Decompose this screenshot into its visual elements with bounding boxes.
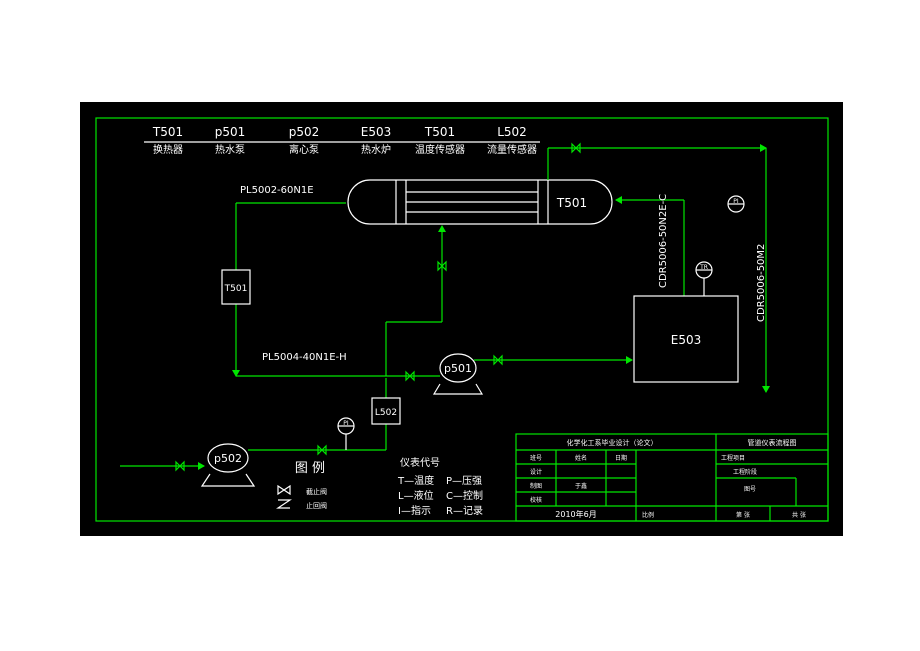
instrument-a-tag: PI (343, 420, 349, 427)
symbol-legend-item-1: 截止阀 (306, 487, 327, 496)
hot-water-furnace (633, 295, 739, 383)
code-1: T—温度 (397, 474, 434, 487)
pump-p501-base (432, 383, 484, 395)
code-3: L—液位 (398, 489, 434, 502)
pump-p502-base (200, 473, 256, 487)
legend-code-4: E503 (361, 125, 392, 139)
symbol-legend-title: 图 例 (295, 461, 325, 476)
instrument-b: TR (695, 261, 713, 296)
pump-p501: p501 (432, 353, 484, 395)
flow-sensor-tag: L502 (375, 408, 397, 418)
tb-row-label-4: 校核 (530, 496, 542, 504)
pump-p502-body (207, 443, 249, 473)
tb-school: 化学化工系毕业设计（论文） (567, 438, 658, 447)
instrument-a: PI (337, 417, 355, 450)
exchanger-shell (347, 179, 613, 225)
drawing-sheet (80, 102, 843, 536)
pipe-label-lower: PL5004-40N1E-H (262, 352, 347, 363)
legend-name-5: 温度传感器 (415, 143, 465, 156)
legend-code-6: L502 (497, 125, 527, 139)
tb-sheet-a: 第 张 (736, 511, 750, 519)
tb-col-date: 日期 (615, 454, 627, 462)
valve-vertical (437, 260, 447, 272)
heat-exchanger: T501 (347, 179, 613, 225)
instrument-codes: 仪表代号 T—温度 P—压强 L—液位 C—控制 I—指示 R—记录 (397, 456, 483, 517)
exchanger-tag: T501 (556, 196, 587, 210)
drawing-border (95, 117, 829, 522)
legend-code-5: T501 (424, 125, 455, 139)
tb-drawing-title: 管道仪表流程图 (748, 438, 797, 447)
flow-sensor (371, 397, 401, 425)
valve-feed (175, 460, 185, 472)
pump-p502: p502 (200, 443, 256, 487)
instrument-c: PI (727, 195, 745, 213)
tb-stage: 工程阶段 (733, 468, 757, 476)
valve-feed-out (317, 444, 327, 456)
equipment-legend: T501 换热器 p501 热水泵 p502 离心泵 E503 热水炉 T501… (144, 125, 540, 156)
pipe-label-upper: PL5002-60N1E (240, 185, 314, 196)
legend-code-3: p502 (289, 125, 320, 139)
instrument-b-tag: TR (699, 264, 708, 271)
pump-p501-body (439, 353, 477, 383)
legend-name-2: 热水泵 (215, 143, 245, 156)
furnace-tag: E503 (671, 333, 702, 347)
tb-row-label-1: 班号 (530, 454, 542, 462)
symbol-globe-valve (277, 484, 291, 496)
legend-name-6: 流量传感器 (487, 143, 537, 156)
tb-date: 2010年6月 (555, 509, 596, 519)
code-6: R—记录 (446, 505, 483, 517)
valves (175, 142, 581, 472)
pipe-label-right-b: CDR5006-50M2 (756, 244, 767, 322)
symbol-legend: 图 例 截止阀 止回阀 (276, 461, 327, 510)
legend-name-1: 换热器 (153, 143, 183, 156)
valve-top (571, 142, 581, 154)
instrument-c-tag: PI (733, 198, 739, 205)
piping: PL5002-60N1E PL5004-40N1E-H CDR5006-50N2… (120, 144, 770, 470)
temperature-sensor-tag: T501 (224, 284, 248, 294)
legend-name-4: 热水炉 (361, 143, 391, 156)
pump-p502-tag: p502 (214, 452, 242, 465)
tb-row-label-2: 设计 (530, 468, 542, 476)
tb-sheet-b: 共 张 (792, 511, 806, 519)
title-block: 化学化工系毕业设计（论文） 管道仪表流程图 班号 设计 制图 校核 姓名 日期 … (515, 433, 829, 522)
valve-pump-out (493, 354, 503, 366)
tb-name: 于鑫 (575, 482, 587, 490)
tb-row-label-3: 制图 (530, 482, 542, 490)
pump-p501-tag: p501 (444, 362, 472, 375)
legend-code-2: p501 (215, 125, 246, 139)
tb-drawing-no: 图号 (744, 486, 756, 493)
code-2: P—压强 (446, 475, 482, 487)
valve-lower (405, 370, 415, 382)
instrument-codes-title: 仪表代号 (400, 456, 440, 469)
legend-name-3: 离心泵 (289, 143, 319, 156)
tb-col-name: 姓名 (575, 454, 587, 462)
code-4: C—控制 (446, 489, 483, 502)
tb-project: 工程项目 (721, 454, 745, 462)
code-5: I—指示 (398, 504, 431, 517)
pipe-label-right-a: CDR5006-50N2E-C (658, 194, 669, 288)
tb-scale: 比例 (642, 511, 654, 519)
temperature-sensor (221, 269, 251, 305)
symbol-legend-item-2: 止回阀 (306, 501, 327, 510)
legend-code-1: T501 (152, 125, 183, 139)
symbol-check-valve (276, 499, 292, 509)
